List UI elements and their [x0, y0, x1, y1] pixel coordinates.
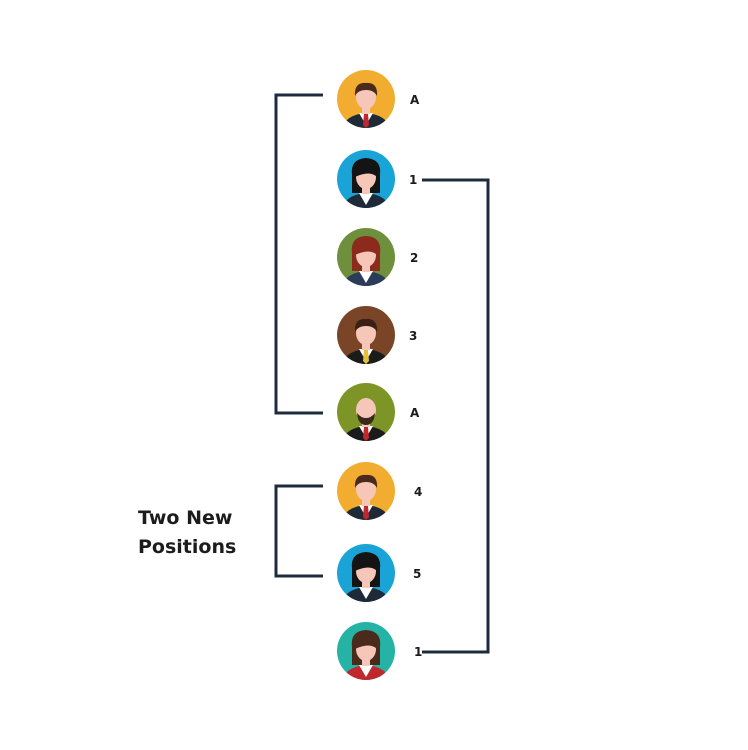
- person-label-3: 2: [410, 251, 418, 265]
- bracket-a-to-a: [274, 93, 323, 415]
- two-new-positions-caption: Two New Positions: [138, 504, 236, 562]
- person-avatar-6: 4: [337, 462, 422, 520]
- person-label-8: 1: [414, 645, 422, 659]
- person-label-1: A: [410, 93, 420, 107]
- person-label-4: 3: [409, 329, 417, 343]
- person-avatar-2: 1: [337, 150, 417, 208]
- caption-line-1: Two New: [138, 507, 233, 529]
- person-avatar-1: A: [337, 70, 420, 128]
- person-avatar-5: A: [337, 383, 420, 441]
- person-avatar-4: 3: [337, 306, 417, 364]
- bracket-1-to-1: [422, 178, 490, 654]
- person-label-6: 4: [414, 485, 422, 499]
- person-label-7: 5: [413, 567, 421, 581]
- person-avatar-7: 5: [337, 544, 421, 602]
- person-label-2: 1: [409, 173, 417, 187]
- caption-line-2: Positions: [138, 536, 237, 558]
- person-label-5: A: [410, 406, 420, 420]
- bracket-two-new-positions: [274, 484, 323, 578]
- person-avatar-3: 2: [337, 228, 418, 286]
- person-avatar-8: 1: [337, 622, 422, 680]
